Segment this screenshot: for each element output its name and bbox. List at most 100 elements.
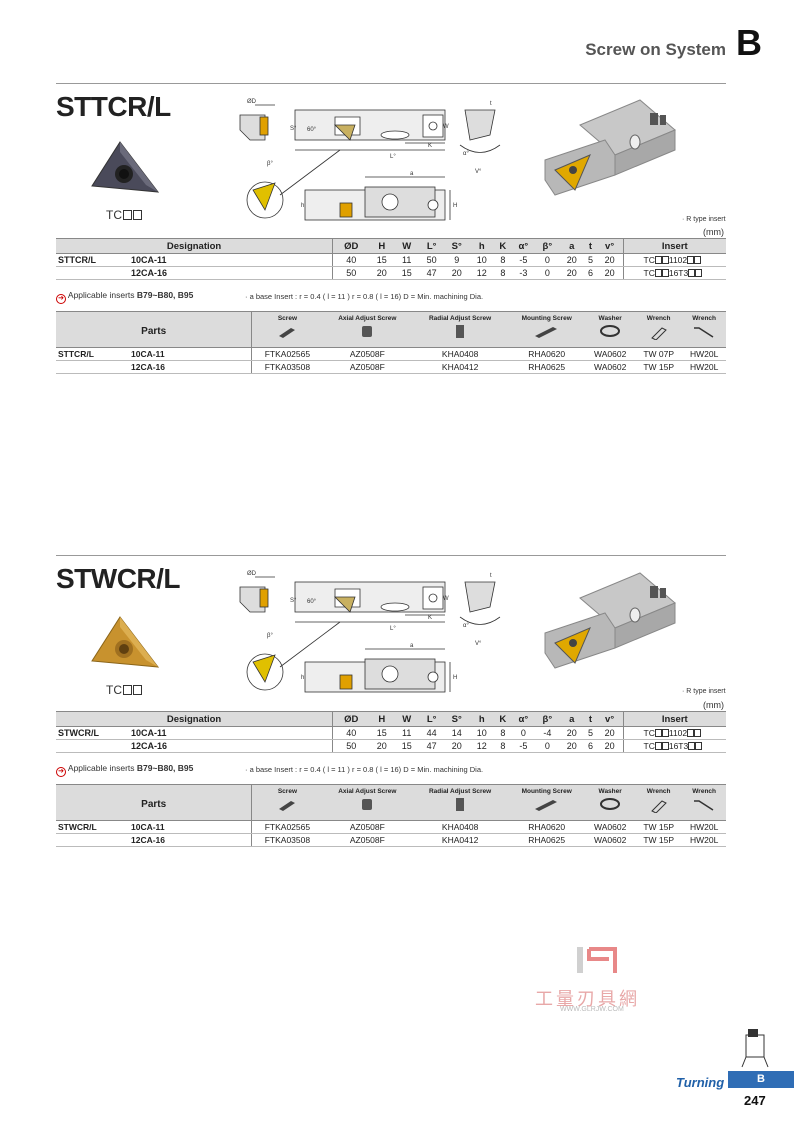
label-w: W [443,124,449,130]
cell: 11 [394,726,420,740]
row-code: 10CA-11 [121,347,253,361]
cell: -4 [535,726,560,740]
cell: 8 [494,739,512,753]
label-v: V° [475,641,482,647]
watermark-text: 工量刃具網 [535,989,640,1010]
row-code: 12CA-16 [121,739,334,753]
table-header-row: Designation ØD H W L° S° h K α° β° a t v… [56,238,726,254]
col-header: Designation [56,711,334,727]
col-axial: Axial Adjust Screw [322,311,413,348]
col-header: a [559,238,585,254]
cell: 12 [469,739,495,753]
table-row: 12CA-16 FTKA03508 AZ0508F KHA0412 RHA062… [56,833,726,847]
cell: WA0602 [585,360,636,374]
cell: 9 [444,253,470,267]
col-header: v° [596,711,623,727]
cell: HW20L [682,833,726,847]
table-header-row: Designation ØD H W L° S° h K α° β° a t v… [56,711,726,727]
label-w: W [443,596,449,602]
table-row: STTCR/L 10CA-11 FTKA02565 AZ0508F KHA040… [56,347,726,361]
row-code: 12CA-16 [121,833,253,847]
cell: FTKA03508 [251,833,323,847]
col-header: L° [419,711,445,727]
cell: 20 [596,253,623,267]
cell: TW 15P [635,820,683,834]
cell: 5 [584,253,597,267]
cell: HW20L [682,347,726,361]
technical-drawing: ØD S° 60° L° K W α° V° t β° h H a [239,99,501,221]
cell: WA0602 [585,347,636,361]
cell: RHA0625 [508,833,586,847]
label-alpha: α° [463,623,469,629]
col-header: t [584,238,597,254]
col-screw: Screw [251,311,323,348]
row-name [56,739,121,753]
cell: 6 [584,266,597,280]
cell: HW20L [682,360,726,374]
cell: 15 [394,739,420,753]
row-code: 10CA-11 [121,253,334,267]
axial-screw-icon [362,326,373,337]
mounting-screw-icon [534,800,557,811]
holder-3d-image [544,572,676,669]
label-alpha: α° [463,151,469,157]
applicable-inserts-note: ➔ Applicable inserts B79~B80, B95 [56,763,193,777]
arrow-right-icon: ➔ [56,294,66,304]
label-l: L° [390,154,396,160]
arrow-right-icon: ➔ [56,767,66,777]
cell: 0 [511,726,536,740]
row-name [56,360,121,374]
insert-image [91,616,160,668]
washer-icon [600,798,621,810]
cell: RHA0620 [508,347,586,361]
insert-code-label: TC [106,208,142,222]
insert-image [91,141,160,193]
col-header: Designation [56,238,334,254]
torx-wrench-icon [650,800,667,813]
cell: 20 [596,726,623,740]
label-s: S° [290,598,297,604]
label-s: S° [290,126,297,132]
cell: 47 [419,739,445,753]
parts-table: Parts Screw Axial Adjust Screw Radial Ad… [56,311,726,374]
row-code: 10CA-11 [121,726,334,740]
cell: 20 [369,266,395,280]
cell: TW 15P [635,833,683,847]
label-beta: β° [267,161,273,167]
col-header: ØD [332,238,370,254]
screw-icon [279,328,296,338]
cell: 0 [535,253,560,267]
col-header: W [394,238,420,254]
cell: 12 [469,266,495,280]
row-code: 12CA-16 [121,266,334,280]
row-name: STWCR/L [56,726,121,740]
label-v: V° [475,169,482,175]
col-header: W [394,711,420,727]
table-row: STWCR/L 10CA-11 FTKA02565 AZ0508F KHA040… [56,820,726,834]
cell: 8 [494,253,512,267]
cell: RHA0625 [508,360,586,374]
cell: -5 [511,739,536,753]
rtype-note: · R type insert [682,216,726,223]
table-row: 12CA-16 FTKA03508 AZ0508F KHA0412 RHA062… [56,360,726,374]
cell: 50 [419,253,445,267]
cell: AZ0508F [322,820,413,834]
col-header: H [369,238,395,254]
axial-screw-icon [362,799,373,810]
cell: KHA0412 [412,833,509,847]
col-header: v° [596,238,623,254]
section-title: STWCR/L [56,563,181,594]
cell: 20 [444,266,470,280]
cell: 20 [596,739,623,753]
cell: KHA0408 [412,820,509,834]
cell: WA0602 [585,833,636,847]
cell: -5 [511,253,536,267]
row-name: STWCR/L [56,820,121,834]
col-mounting: Mounting Screw [508,311,586,348]
cell: 20 [559,253,585,267]
col-header: a [559,711,585,727]
col-wrench: Wrench [635,784,683,821]
